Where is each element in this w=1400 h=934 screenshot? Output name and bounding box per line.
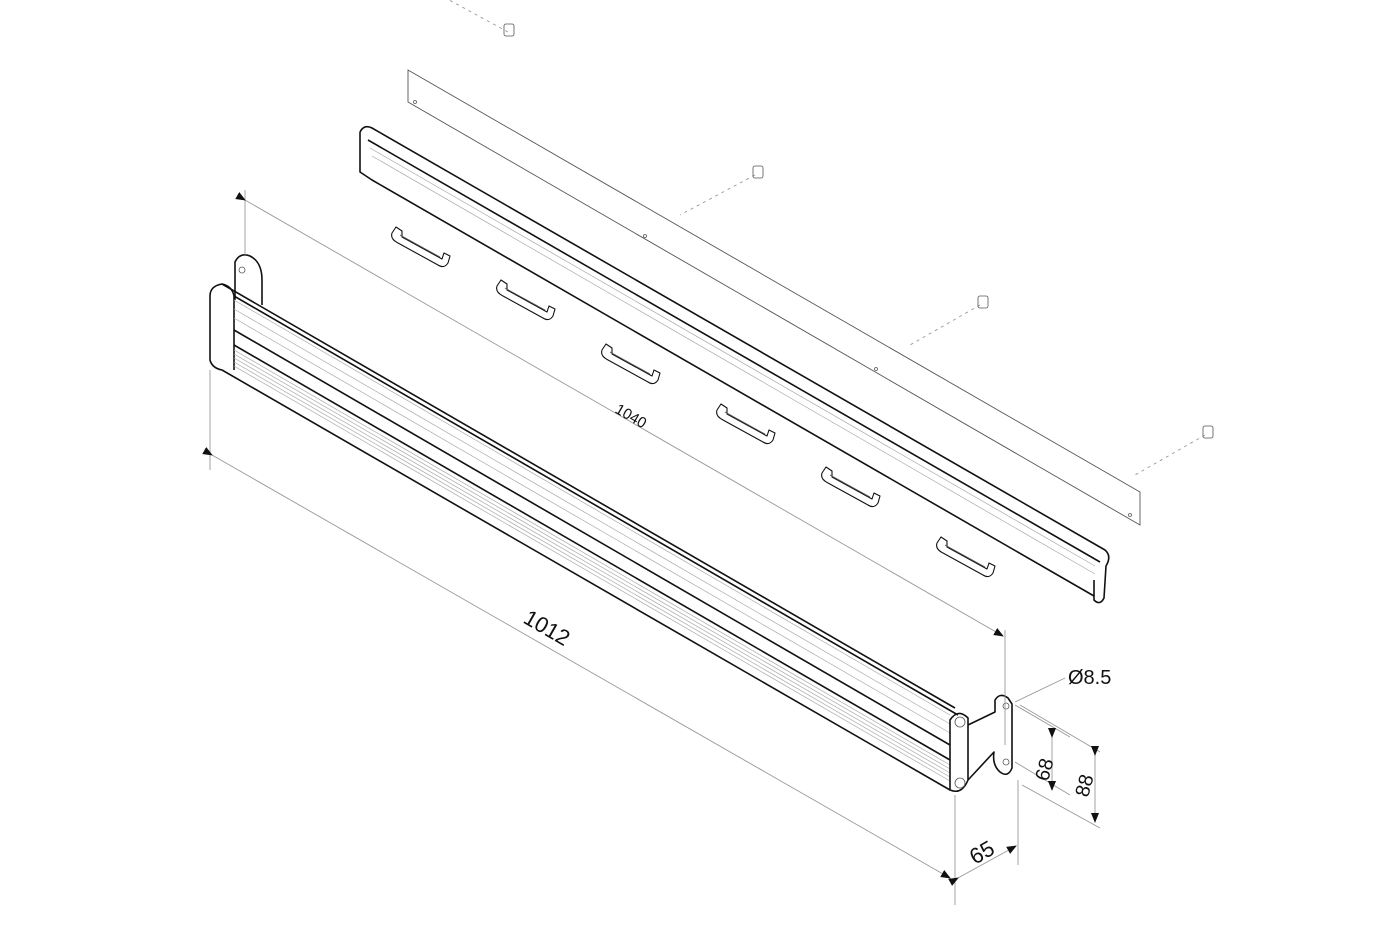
clips bbox=[391, 226, 996, 578]
clip-icon bbox=[496, 279, 556, 321]
clip-icon bbox=[391, 226, 451, 268]
screw-icon bbox=[1134, 425, 1214, 476]
clip-icon bbox=[821, 466, 881, 508]
dimension-65: 65 bbox=[948, 780, 1019, 886]
dimension-hole-diameter: Ø8.5 bbox=[1014, 667, 1111, 703]
screw-icon bbox=[909, 295, 989, 346]
dimension-label-88: 88 bbox=[1072, 772, 1099, 799]
clip-icon bbox=[936, 536, 996, 578]
dimension-label-65: 65 bbox=[965, 835, 999, 869]
dimension-label-1012: 1012 bbox=[520, 605, 575, 651]
dimension-88: 88 bbox=[1019, 704, 1101, 829]
mounting-rail bbox=[359, 125, 1110, 604]
clip-icon bbox=[601, 343, 661, 385]
screw-icon bbox=[679, 165, 764, 216]
dimension-label-diameter: Ø8.5 bbox=[1068, 667, 1111, 689]
screw-icon bbox=[448, 0, 515, 37]
clip-icon bbox=[716, 403, 776, 445]
dimension-label-68: 68 bbox=[1032, 756, 1059, 783]
back-plate bbox=[407, 69, 1141, 526]
dimension-1012: 1012 bbox=[202, 370, 956, 905]
dimension-label-1040: 1040 bbox=[612, 401, 649, 432]
